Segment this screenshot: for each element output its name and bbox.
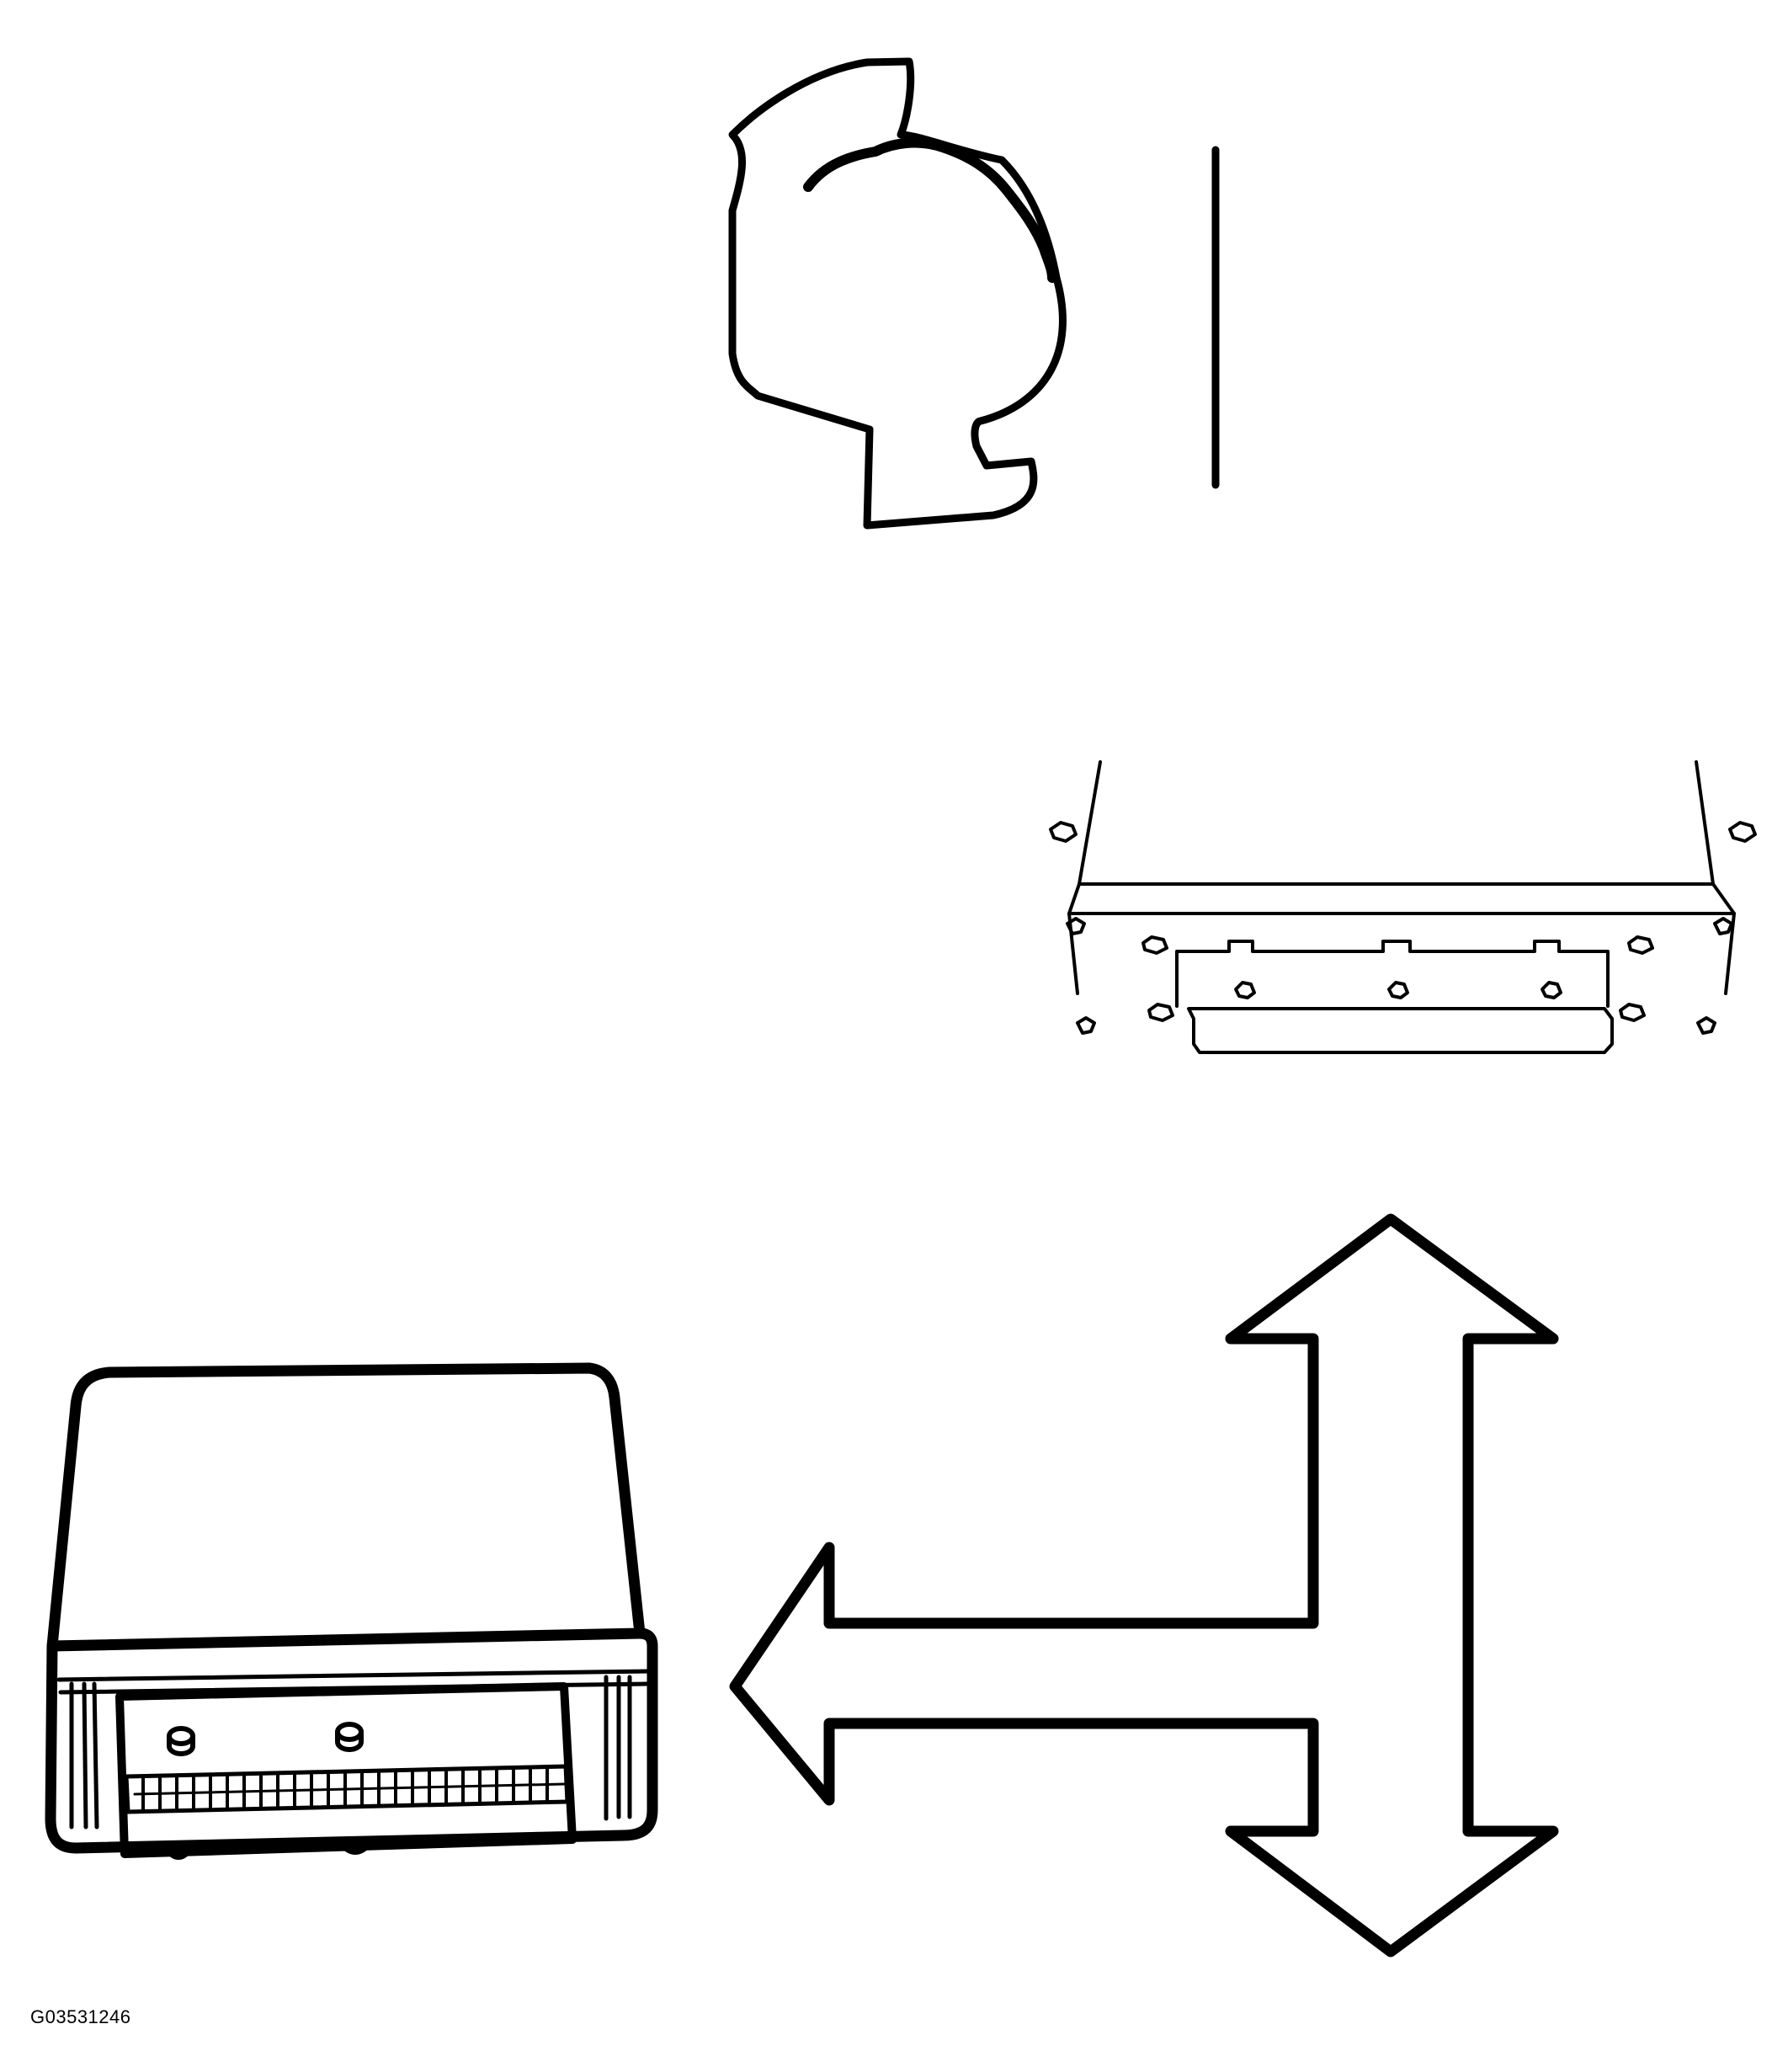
module-body <box>45 1627 658 1854</box>
bracket-teeth <box>803 137 1057 283</box>
control-module <box>45 1362 658 1860</box>
connector-opening-lower <box>1187 1007 1614 1054</box>
figure-id-label: G03531246 <box>30 2006 131 2027</box>
mounting-bracket <box>728 57 1220 530</box>
connector-bolts <box>167 1722 364 1756</box>
direction-arrows <box>729 1213 1559 1957</box>
module-connector <box>115 1682 577 1858</box>
connector-pins <box>133 1766 566 1812</box>
plate-fastener-holes <box>1049 821 1757 1035</box>
module-top-face <box>46 1362 646 1652</box>
connector-opening-upper <box>1175 940 1610 1008</box>
module-mounting-plate <box>1049 760 1757 1054</box>
up-down-left-arrow-icon <box>729 1213 1559 1957</box>
